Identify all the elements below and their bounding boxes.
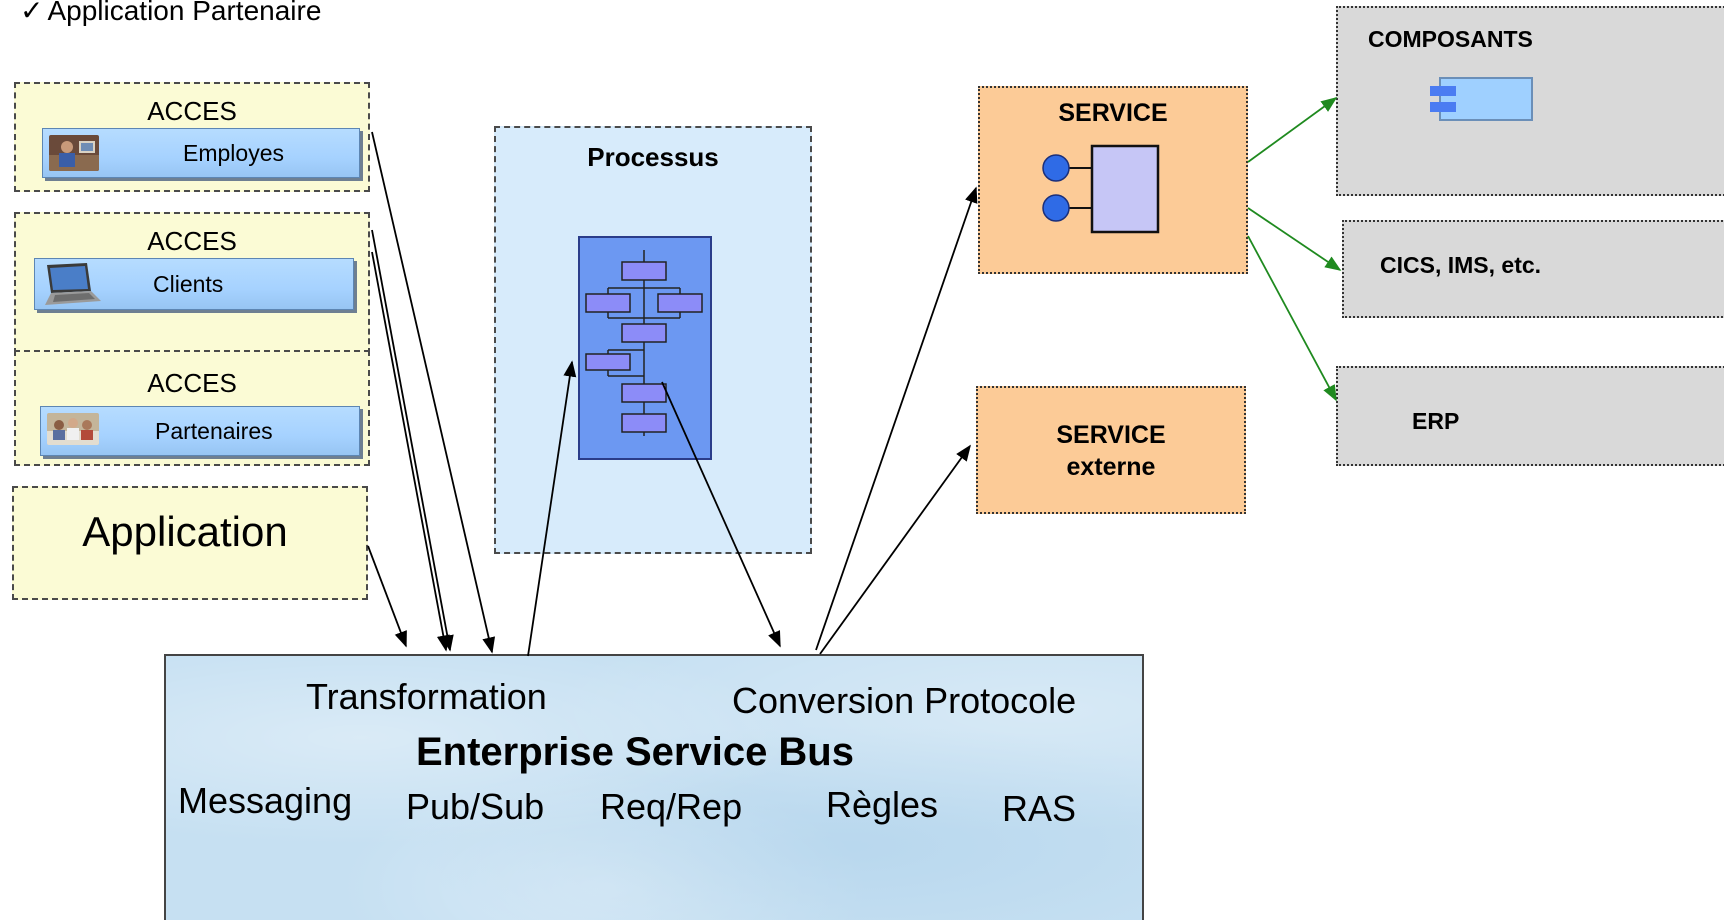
service-box: SERVICE [978,86,1248,274]
arrow-employes-to-esb [371,131,496,654]
acces-employes-label: Employes [183,139,284,166]
acces-partenaires-bar: Partenaires [40,406,360,456]
acces-partenaires-label: Partenaires [155,417,273,444]
service-title: SERVICE [1058,99,1168,127]
application-box: Application [12,486,368,600]
processus-box: Processus [494,126,812,554]
laptop-icon [37,261,103,307]
arrow-processus-to-esb [661,381,781,648]
cics-title: CICS, IMS, etc. [1380,252,1542,278]
header-note-text: Application Partenaire [47,0,322,26]
esb-regles: Règles [826,784,939,825]
acces-clients-box: ACCES Clients [14,212,370,354]
composants-title: COMPOSANTS [1368,26,1533,52]
partners-photo-icon [47,413,99,445]
arrow-esb-to-service-externe [819,444,971,655]
service-externe-box: SERVICE externe [976,386,1246,514]
header-note: ✓Application Partenaire [20,0,321,27]
acces-title: ACCES [147,226,237,256]
esb-reqrep: Req/Rep [600,786,743,827]
acces-clients-label: Clients [153,270,224,297]
cics-box: CICS, IMS, etc. [1342,220,1724,318]
arrow-esb-to-service [815,186,978,651]
employees-photo-icon [49,135,99,171]
erp-box: ERP [1336,366,1724,466]
arrow-esb-to-processus [527,360,577,657]
acces-employes-box: ACCES Employes [14,82,370,192]
acces-partenaires-box: ACCES Partenaires [14,350,370,466]
processus-title: Processus [587,142,719,172]
erp-title: ERP [1412,408,1460,434]
acces-employes-bar: Employes [42,128,360,178]
esb-pubsub: Pub/Sub [406,786,545,827]
esb-transformation: Transformation [306,676,547,717]
arrow-clients-to-esb [371,229,454,652]
workflow-diagram-icon [578,236,712,460]
arrow-partenaires-to-esb [371,251,450,652]
arrow-service-to-composants [1247,97,1338,163]
acces-title: ACCES [147,96,237,126]
esb-messaging: Messaging [178,780,353,821]
arrow-service-to-erp [1247,235,1337,402]
component-icon [1424,76,1536,124]
service-externe-line2: externe [1066,453,1156,481]
composants-box: COMPOSANTS [1336,6,1724,196]
esb-ras: RAS [1002,788,1077,829]
checkmark-icon: ✓ [20,0,44,26]
service-externe-line1: SERVICE [1056,421,1166,449]
service-component-icon [1038,142,1162,238]
acces-clients-bar: Clients [34,258,354,310]
esb-title: Enterprise Service Bus [416,730,854,774]
arrow-service-to-cics [1247,207,1342,271]
acces-title: ACCES [147,368,237,398]
esb-conversion-protocole: Conversion Protocole [732,680,1077,721]
application-label: Application [82,508,288,555]
enterprise-service-bus-box: Transformation Conversion Protocole Ente… [164,654,1144,920]
arrow-application-to-esb [367,545,407,648]
